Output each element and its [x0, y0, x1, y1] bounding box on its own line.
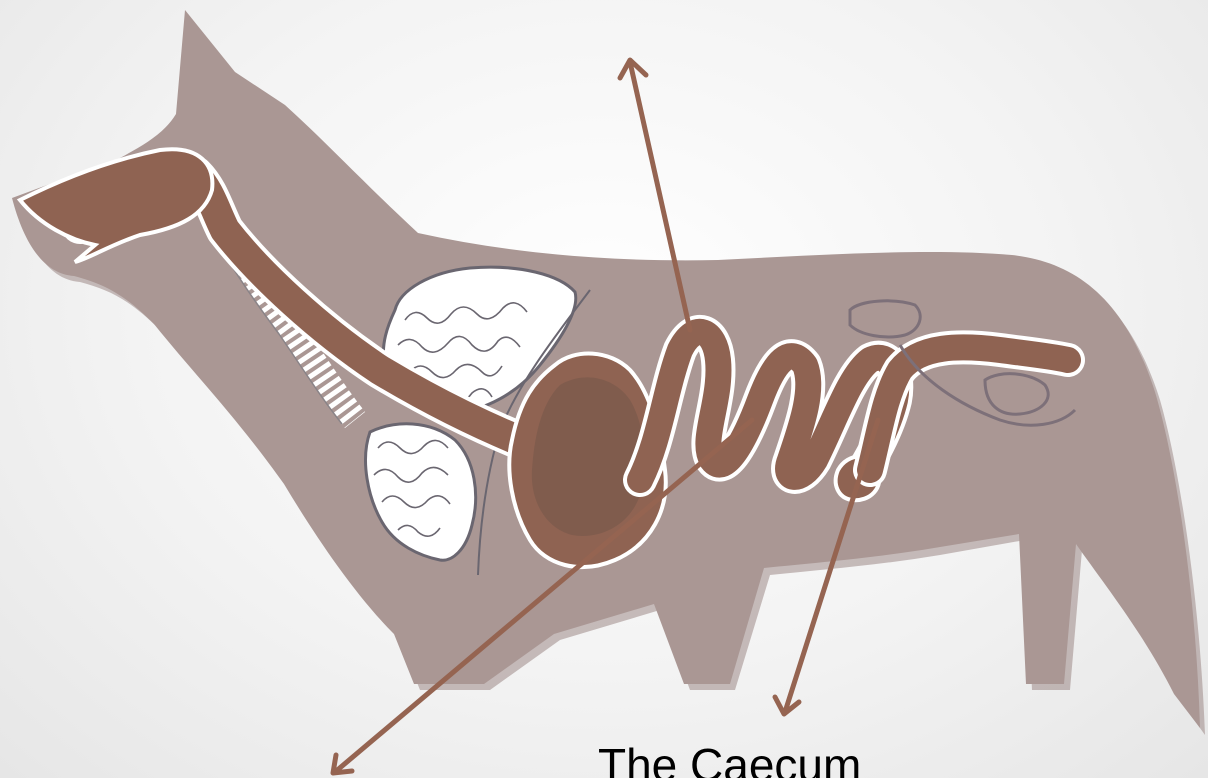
- stomach-shading: [532, 377, 644, 536]
- caption-label: The Caecum: [598, 742, 861, 778]
